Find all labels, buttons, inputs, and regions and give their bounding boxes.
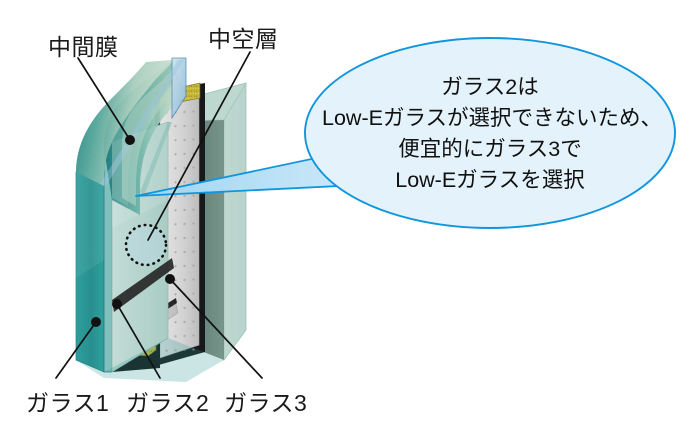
- callout-ellipse: [304, 37, 676, 229]
- leader-dot-glass3: [165, 274, 175, 284]
- glass-unit-body: [75, 57, 247, 382]
- leader-dots: [91, 135, 175, 327]
- cut-plane-blue-sliver: [100, 60, 184, 186]
- spacer-perforations: [160, 91, 199, 352]
- label-hollow-layer: 中空層: [208, 26, 279, 52]
- leader-glass1: [55, 321, 97, 379]
- leader-glass2: [116, 303, 161, 379]
- label-glass-1: ガラス1: [26, 390, 110, 416]
- label-glass-2: ガラス2: [126, 390, 210, 416]
- callout-line-2: Low-Eガラスが選択できないため、: [322, 106, 663, 130]
- glass2-interior-shadow: [112, 258, 174, 312]
- hollow-layer-marker-fill: [126, 225, 166, 265]
- glass-sheen-2: [76, 148, 104, 278]
- cut-plane-blue: [171, 57, 187, 120]
- callout-bubble: [135, 37, 676, 229]
- callout-text-block: ガラス2は Low-Eガラスが選択できないため、 便宜的にガラス3で Low-E…: [322, 72, 663, 196]
- callout-line-1: ガラス2は: [441, 75, 539, 99]
- leader-glass3: [169, 278, 263, 379]
- glass-sheen: [112, 122, 168, 228]
- leader-dot-glass1: [91, 317, 101, 327]
- upper-curved-front: [76, 60, 172, 186]
- leader-lines: [55, 51, 263, 379]
- label-glass-3: ガラス3: [224, 390, 308, 416]
- leader-dot-interlayer-film: [125, 135, 135, 145]
- laminate-top-edge: [140, 122, 172, 196]
- leader-hollow-layer: [147, 51, 251, 241]
- callout-line-4: Low-Eガラスを選択: [395, 168, 585, 192]
- leader-interlayer-film: [77, 57, 131, 141]
- hollow-layer-marker-dotted-circle-icon: [124, 223, 168, 267]
- callout-line-3: 便宜的にガラス3で: [398, 137, 582, 161]
- label-interlayer-film: 中間膜: [48, 34, 119, 60]
- leader-dot-glass2: [112, 299, 122, 309]
